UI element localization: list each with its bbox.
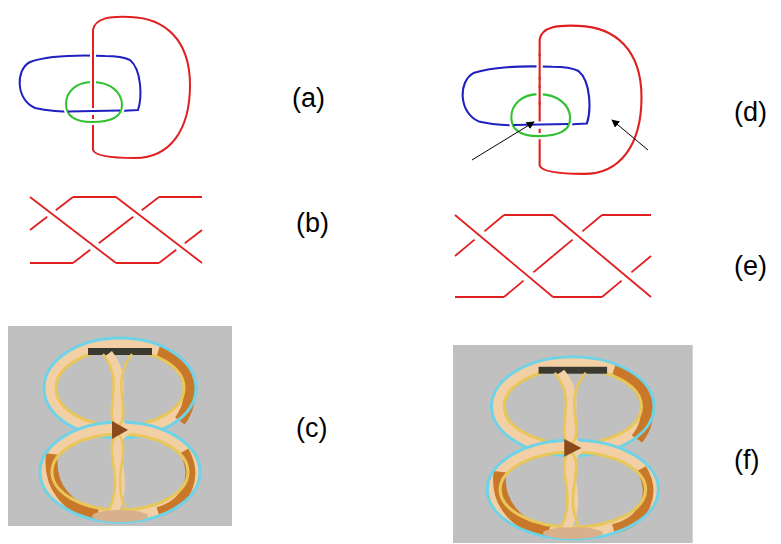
braid-strand [116, 197, 159, 230]
pointer-arrow [472, 122, 534, 160]
link-diagram [463, 26, 642, 174]
braid-strand [73, 196, 116, 198]
braid-strand [185, 230, 202, 243]
braid-strand [553, 215, 602, 256]
ribbon-rendering [453, 345, 693, 543]
panel-label: (f) [734, 446, 759, 476]
braid-strand [30, 262, 73, 264]
panel-label: (a) [292, 84, 325, 114]
braid-strand [73, 230, 116, 263]
braid-strand [455, 215, 504, 256]
braid-strand [504, 281, 524, 297]
braid-strand [73, 250, 90, 263]
panel-label: (e) [734, 252, 767, 282]
braid-strand [159, 250, 176, 263]
braid-strand [504, 214, 553, 216]
braid-strand [582, 215, 602, 231]
braid-strand [533, 256, 553, 272]
braid-strand [631, 256, 651, 272]
braid-diagram [455, 215, 651, 297]
ribbon-rendering [8, 326, 232, 526]
braid-strand [116, 217, 133, 230]
pointer-arrow [612, 120, 648, 150]
braid-strand [159, 230, 202, 263]
braid-strand [455, 296, 504, 298]
braid-strand [553, 296, 602, 298]
braid-strand [602, 256, 651, 297]
braid-strand [116, 262, 159, 264]
braid-strand [159, 196, 202, 198]
braid-strand [455, 240, 475, 256]
braid-strand [504, 256, 553, 297]
link-diagram [20, 17, 190, 158]
braid-strand [30, 217, 47, 230]
braid-strand [99, 230, 116, 243]
braid-strand [142, 197, 159, 210]
panel-label: (d) [734, 98, 767, 128]
braid-strand [30, 197, 73, 230]
braid-strand [602, 281, 622, 297]
panel-label: (c) [296, 414, 327, 444]
braid-strand [602, 214, 651, 216]
braid-diagram [30, 197, 202, 263]
braid-strand [56, 197, 73, 210]
braid-strand [484, 215, 504, 231]
panel-label: (b) [296, 209, 329, 239]
braid-strand [553, 240, 573, 256]
